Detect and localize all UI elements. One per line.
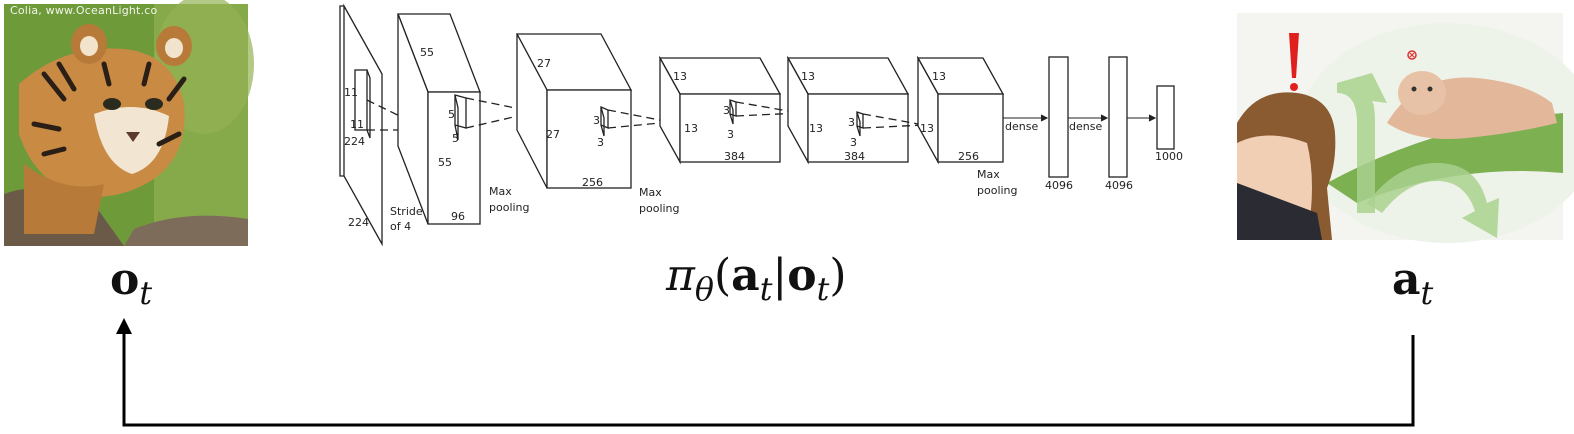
conv3-side-label: 13 xyxy=(684,122,698,135)
observation-subscript: t xyxy=(139,276,153,313)
fc3-label: 1000 xyxy=(1155,150,1183,163)
conv5-top-label: 13 xyxy=(932,70,946,83)
conv3-block xyxy=(658,55,782,165)
kernel-1b-label: 11 xyxy=(350,118,364,131)
pool1-label-1: Max xyxy=(489,185,512,198)
pool3-label-1: Max xyxy=(977,168,1000,181)
action-subscript: t xyxy=(1420,276,1434,313)
stride-label-1: Stride xyxy=(390,205,423,218)
conv3-depth-label: 384 xyxy=(724,150,745,163)
pool2-label-1: Max xyxy=(639,186,662,199)
kernel-3-label: 3 xyxy=(593,114,600,127)
kernel-2b-label: 5 xyxy=(452,132,459,145)
action-label: at xyxy=(1392,254,1433,312)
dense-arrows xyxy=(1003,114,1157,122)
kernel-4-label: 3 xyxy=(723,104,730,117)
conv2-block xyxy=(515,33,633,189)
policy-pi: π xyxy=(666,250,695,301)
conv1-block xyxy=(397,13,481,225)
pool3-label-2: pooling xyxy=(977,184,1018,197)
observation-image: Colia, www.OceanLight.co xyxy=(4,0,254,246)
kernel-2-label: 5 xyxy=(448,108,455,121)
policy-action-subscript: t xyxy=(759,272,773,309)
kernel-5-label: 3 xyxy=(848,116,855,129)
stride-label-2: of 4 xyxy=(390,220,411,233)
exclamation-mark-icon xyxy=(1289,33,1299,78)
conv4-projection xyxy=(862,113,925,129)
conv1-depth-label: 96 xyxy=(451,210,465,223)
conv4-block xyxy=(786,55,910,165)
conv2-side-label: 27 xyxy=(546,128,560,141)
input-size-side-label: 224 xyxy=(344,135,365,148)
policy-theta: θ xyxy=(694,272,714,309)
kernel-1-label: 11 xyxy=(344,86,358,99)
conv5-side-label: 13 xyxy=(920,122,934,135)
conv5-depth-label: 256 xyxy=(958,150,979,163)
cougar-encounter-illustration xyxy=(1237,13,1574,243)
policy-observation-symbol: o xyxy=(787,250,817,301)
conv2-top-label: 27 xyxy=(537,57,551,70)
fc-layers xyxy=(1048,56,1175,178)
action-symbol: a xyxy=(1392,254,1421,305)
conv5-block xyxy=(916,55,1005,165)
policy-observation-subscript: t xyxy=(816,272,830,309)
kernel-5b-label: 3 xyxy=(850,136,857,149)
cnn-architecture-diagram: 11 11 224 224 Stride of 4 55 55 96 5 5 M… xyxy=(339,3,1183,247)
conv2-depth-label: 256 xyxy=(582,176,603,189)
kernel-4b-label: 3 xyxy=(727,128,734,141)
input-size-bottom-label: 224 xyxy=(348,216,369,229)
policy-label: πθ(at|ot) xyxy=(666,250,847,308)
arrow-down-right-icon xyxy=(1367,163,1499,238)
kernel-3b-label: 3 xyxy=(597,136,604,149)
fc1-label: 4096 xyxy=(1045,179,1073,192)
conv4-side-label: 13 xyxy=(809,122,823,135)
action-image xyxy=(1237,13,1574,243)
policy-action-symbol: a xyxy=(731,250,760,301)
conv3-top-label: 13 xyxy=(673,70,687,83)
conv4-top-label: 13 xyxy=(801,70,815,83)
conv1-side-label: 55 xyxy=(438,156,452,169)
conv1-top-label: 55 xyxy=(420,46,434,59)
policy-close-paren: ) xyxy=(829,250,847,301)
photo-watermark: Colia, www.OceanLight.co xyxy=(10,4,158,17)
conv4-depth-label: 384 xyxy=(844,150,865,163)
arrow-up-left-icon xyxy=(1337,73,1387,213)
pool2-label-2: pooling xyxy=(639,202,680,215)
policy-open-paren: ( xyxy=(714,250,732,301)
observation-label: ot xyxy=(110,254,152,312)
dense-2-label: dense xyxy=(1069,120,1102,133)
observation-symbol: o xyxy=(110,254,140,305)
tiger-cub-illustration xyxy=(4,0,254,246)
pool1-label-2: pooling xyxy=(489,201,530,214)
fc2-label: 4096 xyxy=(1105,179,1133,192)
dense-1-label: dense xyxy=(1005,120,1038,133)
input-layer xyxy=(339,3,383,247)
policy-given-bar: | xyxy=(772,250,788,301)
